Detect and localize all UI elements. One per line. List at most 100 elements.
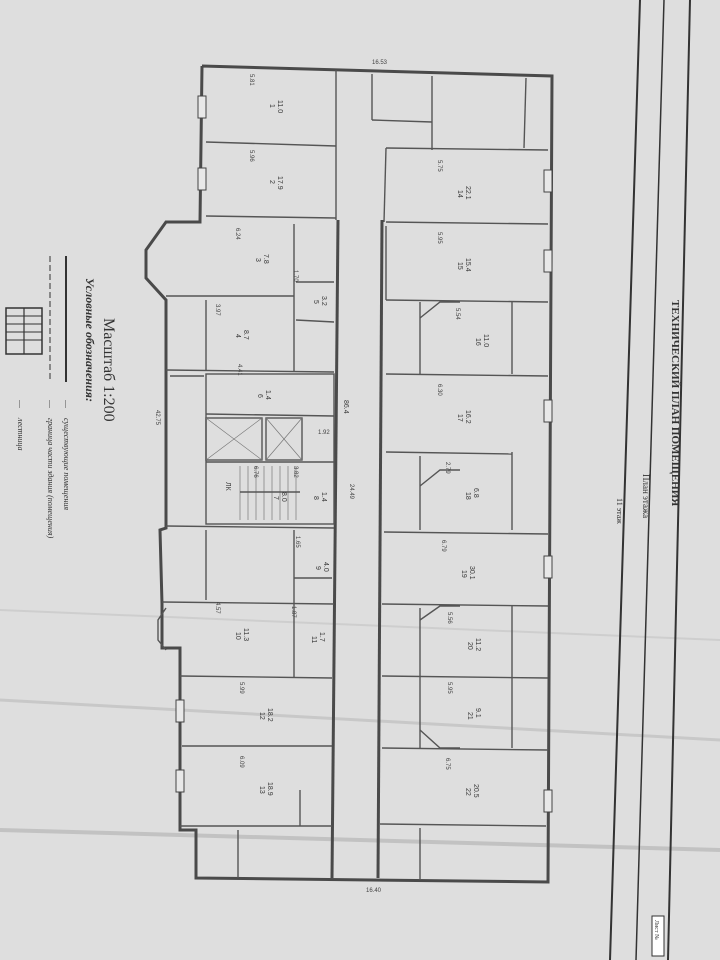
stair-legend-icon [5,307,43,355]
room-dimension: 5.95 [436,232,442,244]
elevator-x [205,417,263,461]
legend-heading: Условные обозначения: [83,278,97,402]
room-dimension: 1.70 [292,270,298,282]
room-area: 30.1 [468,566,475,580]
outer-wall [144,64,554,884]
room-number: 10 [234,632,241,640]
legend-item-2: — граница части здания (помещения) [46,399,55,539]
room-number: 21 [466,712,473,720]
partition [385,221,549,225]
scale-label: Масштаб 1:200 [100,318,117,422]
dim-left: 42.75 [154,410,160,426]
sheet-tag: Лист № [653,920,659,940]
room-number: 12 [258,712,265,720]
floor-plan: 16.53 16.40 42.75 86.4 24.49 1.92 ЛК [144,60,554,894]
partition [161,601,335,605]
room-area: 20.5 [472,784,479,798]
plan-title: ТЕХНИЧЕСКИЙ ПЛАН ПОМЕЩЕНИЯ [669,300,681,506]
room-number: 2 [268,180,275,184]
floor-label: 11 этаж [615,498,624,524]
room-dimension: 6.09 [238,756,244,768]
corridor-length-group: 24.49 [348,484,354,500]
corridor-label-group: 86.4 [342,400,349,414]
corridor-width: 1.92 [318,430,330,436]
bay-window [157,607,167,651]
corridor-area: 86.4 [342,400,349,414]
legend-text: лестница [16,417,25,451]
room-area: 11.0 [482,334,489,347]
room-area: 1.7 [318,632,325,642]
room-area: 7.8 [262,254,269,264]
partition [381,675,549,679]
partition [179,675,333,679]
legend-text: граница части здания (помещения) [46,418,55,539]
legend-symbol: — [46,399,55,409]
subtitle-block: План этажа [641,474,651,518]
angled-wall [419,605,460,621]
room-dimension: 3.97 [214,304,220,316]
room-number: 9 [314,566,321,570]
room-dimension: 1.87 [290,606,296,618]
room-area: 6.8 [472,488,479,498]
room-number: 11 [310,636,317,643]
partition [371,119,433,123]
title-block: ТЕХНИЧЕСКИЙ ПЛАН ПОМЕЩЕНИЯ [669,300,681,506]
frame-line [667,0,691,960]
angled-wall [419,469,460,487]
room-area: 3.2 [320,296,327,306]
corridor-wall-right [376,219,384,879]
sheet-tag-block: Лист № [651,915,665,957]
room-area: 4.0 [322,562,329,572]
partition [523,77,527,149]
room-number: 16 [474,338,481,346]
paper-crease [0,609,720,641]
room-dimension: 4.57 [214,602,220,614]
room-area: 8.7 [242,330,249,340]
room-area: 16.2 [464,410,471,424]
paper-crease [0,698,720,742]
room-number: 18 [464,492,471,500]
angled-wall [419,729,460,749]
plan-subtitle: План этажа [641,474,651,518]
room-dimension: 6.79 [440,540,446,552]
room-number: 1 [268,104,275,108]
room-number: 4 [234,334,241,338]
room-area: 18.9 [266,782,273,796]
frame-line [609,0,641,960]
room-dimension: 5.75 [436,160,442,172]
windows-right [543,169,553,813]
room-dimension: 5.54 [454,308,460,320]
floor-block: 11 этаж [615,498,624,524]
partition [381,747,549,751]
room-area: 11.3 [242,628,249,641]
windows-left [175,95,207,793]
stair-label: ЛК [224,482,231,492]
room-dimension: 5.81 [248,74,254,86]
legend-heading-block: Условные обозначения: [83,278,97,402]
paper-crease [0,828,720,852]
room-number: 5 [312,300,319,304]
scale-block: Масштаб 1:200 [100,318,117,422]
partition [205,413,335,417]
room-number: 17 [456,414,463,422]
room-area: 8.0 [280,492,287,502]
partition [385,299,549,303]
room-area: 1.4 [264,390,271,400]
room-number: 13 [258,786,265,794]
